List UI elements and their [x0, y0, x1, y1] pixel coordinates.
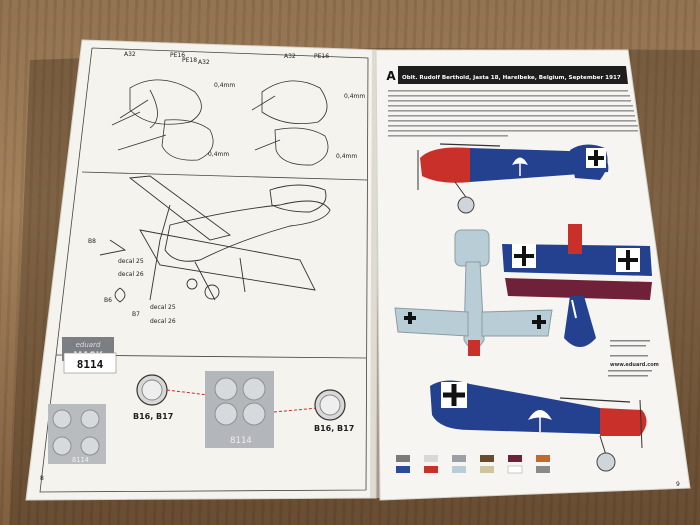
- svg-text:eduard: eduard: [76, 341, 101, 349]
- callout-a32-2: A32: [198, 59, 210, 66]
- wheel-left: [136, 374, 209, 406]
- callout-decal25-1: decal 25: [118, 258, 144, 265]
- callout-b6: B6: [104, 297, 112, 304]
- callout-decal26-1: decal 26: [118, 271, 144, 278]
- wheel-label-left: B16, B17: [133, 412, 173, 421]
- wheel-label-right: B16, B17: [314, 424, 354, 433]
- callout-dim-3: 0,4mm: [208, 151, 229, 158]
- callout-pe18: PE18: [182, 57, 197, 64]
- aircraft-topside: [502, 224, 652, 347]
- svg-text:8114: 8114: [72, 456, 89, 464]
- mask-sheet-small: 8114: [48, 404, 106, 464]
- callout-pe16-2: PE16: [314, 53, 329, 60]
- left-page-number: 8: [40, 475, 44, 482]
- callout-a32-1: A32: [124, 51, 136, 58]
- callout-a32-3: A32: [284, 53, 296, 60]
- right-page: A Oblt. Rudolf Berthold, Jasta 18, Harel…: [375, 49, 691, 501]
- callout-dim-4: 0,4mm: [336, 153, 357, 160]
- mask-sheet-large: 8114: [205, 371, 319, 448]
- history-text: [388, 90, 638, 137]
- callout-decal26-2: decal 26: [150, 318, 176, 325]
- aircraft-side-bottom: [430, 380, 647, 472]
- callout-dim-2: 0,4mm: [344, 93, 365, 100]
- callout-b7: B7: [132, 311, 140, 318]
- color-legend: [396, 455, 550, 474]
- scheme-title: Oblt. Rudolf Berthold, Jasta 18, Harelbe…: [402, 75, 621, 81]
- right-page-number: 9: [676, 481, 680, 488]
- svg-text:8114: 8114: [230, 436, 252, 446]
- callout-decal25-2: decal 25: [150, 304, 176, 311]
- left-page: eduard MASK 8114 8114 8114: [25, 39, 379, 501]
- scheme-letter: A: [386, 69, 396, 83]
- aircraft-side-top: [417, 143, 609, 214]
- callout-b8: B8: [88, 238, 96, 245]
- aircraft-underside: [394, 229, 553, 356]
- callout-dim-1: 0,4mm: [214, 82, 235, 89]
- website-text: www.eduard.com: [610, 362, 659, 368]
- svg-text:8114: 8114: [77, 358, 104, 371]
- wheel-right: [314, 389, 346, 421]
- callout-pe16-1: PE16: [170, 52, 185, 59]
- scheme-header: [384, 66, 628, 84]
- mask-logo: eduard MASK 8114: [62, 337, 117, 374]
